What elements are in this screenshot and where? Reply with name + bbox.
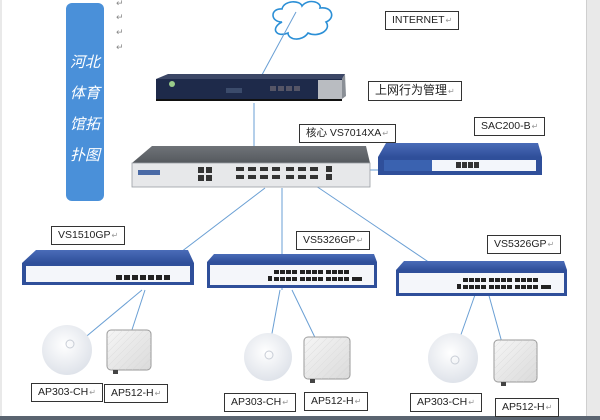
paragraph-mark: ↵ bbox=[116, 27, 124, 37]
poe-switch-icon bbox=[396, 261, 567, 296]
cloud-icon bbox=[272, 0, 333, 40]
label-access-switch: VS5326GP↵ bbox=[296, 231, 371, 250]
label-core-switch: 核心 VS7014XA↵ bbox=[299, 124, 396, 143]
title-line: 河北 bbox=[69, 54, 100, 71]
ceiling-ap-icon bbox=[42, 325, 92, 375]
ceiling-ap-icon bbox=[244, 333, 292, 381]
core-switch-icon bbox=[131, 146, 371, 188]
label-access-switch: VS5326GP↵ bbox=[487, 235, 562, 254]
paragraph-mark: ↵ bbox=[116, 12, 124, 22]
title-line: 扑图 bbox=[69, 147, 100, 164]
label-behavior-mgmt: 上网行为管理↵ bbox=[368, 81, 462, 101]
label-ap: AP303-CH↵ bbox=[31, 383, 103, 402]
poe-switch-icon bbox=[207, 254, 377, 288]
label-ap: AP512-H↵ bbox=[495, 398, 560, 417]
ceiling-ap-icon bbox=[428, 333, 478, 383]
label-access-switch: VS1510GP↵ bbox=[51, 226, 126, 245]
label-sac: SAC200-B↵ bbox=[474, 117, 546, 136]
label-ap: AP512-H↵ bbox=[304, 392, 369, 411]
label-ap: AP512-H↵ bbox=[104, 384, 169, 403]
label-internet: INTERNET↵ bbox=[385, 11, 460, 30]
paragraph-mark: ↵ bbox=[116, 42, 124, 52]
label-ap: AP303-CH↵ bbox=[224, 393, 296, 412]
label-ap: AP303-CH↵ bbox=[410, 393, 482, 412]
outdoor-ap-icon bbox=[303, 336, 351, 383]
outdoor-ap-icon bbox=[106, 329, 152, 374]
firewall-appliance-icon bbox=[156, 74, 346, 101]
outdoor-ap-icon bbox=[493, 339, 538, 386]
access-controller-icon bbox=[378, 143, 542, 175]
paragraph-mark: ↵ bbox=[116, 0, 124, 8]
window-bottom-edge bbox=[0, 416, 600, 420]
diagram-title: 河北 体育 馆拓 扑图 bbox=[66, 3, 104, 201]
title-line: 馆拓 bbox=[69, 116, 100, 133]
poe-switch-icon bbox=[22, 250, 194, 285]
title-line: 体育 bbox=[69, 85, 100, 102]
